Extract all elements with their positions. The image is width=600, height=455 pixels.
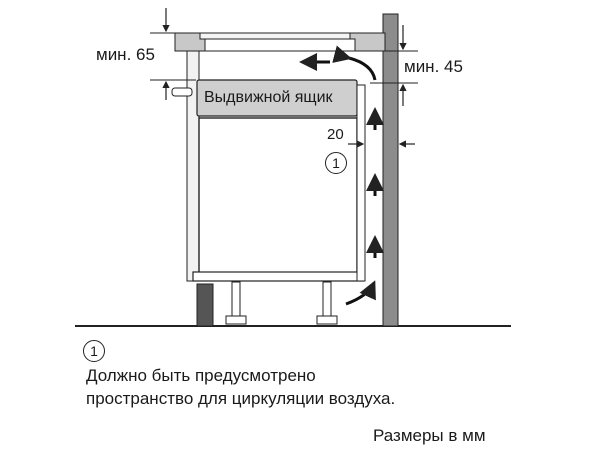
wall <box>382 13 399 327</box>
cabinet-foot-left <box>225 315 247 325</box>
plinth <box>196 283 214 327</box>
cabinet-body <box>198 117 358 275</box>
min-45-label: мин. 45 <box>404 57 463 76</box>
cabinet-bottom <box>192 271 364 282</box>
callout-marker: 1 <box>325 152 347 174</box>
hob-body <box>204 38 356 52</box>
airflow-arrows <box>299 45 384 306</box>
drawer-handle <box>171 87 193 97</box>
gap-20-label: 20 <box>327 126 344 143</box>
airflow-arrow-bottom-curve <box>345 280 376 306</box>
drawer-label: Выдвижной ящик <box>204 89 333 106</box>
units-label: Размеры в мм <box>373 426 486 445</box>
cabinet-leg-right <box>322 281 332 319</box>
note-line-1: Должно быть предусмотрено <box>86 366 316 385</box>
cabinet-foot-right <box>316 315 338 325</box>
airflow-arrow-top-curve <box>332 45 377 81</box>
cabinet-back-panel <box>356 84 366 282</box>
hob-plate <box>199 32 351 40</box>
min-65-label: мин. 65 <box>96 45 155 64</box>
note-line-2: пространство для циркуляции воздуха. <box>86 389 396 408</box>
note-marker: 1 <box>83 340 105 362</box>
cabinet-leg-left <box>231 281 241 319</box>
